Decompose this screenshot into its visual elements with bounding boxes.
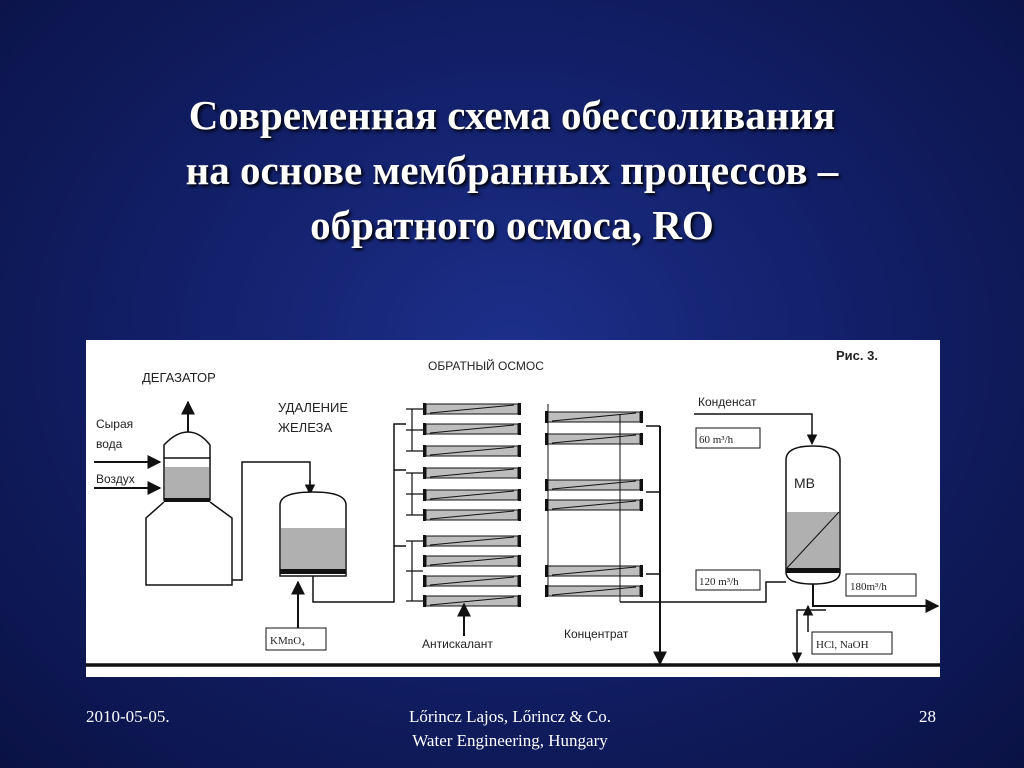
flow-60-label: 60 m³/h	[699, 434, 734, 446]
degasser-plate	[164, 498, 210, 502]
degasser-packing	[165, 467, 209, 500]
iron-removal-media	[281, 528, 345, 570]
ro-membrane-module	[423, 555, 521, 567]
flow-120-label: 120 m³/h	[699, 576, 739, 588]
degasser-tank	[145, 501, 233, 586]
ro-membrane-module	[423, 423, 521, 435]
degasser-label: ДЕГАЗАТОР	[142, 370, 216, 385]
air-label: Воздух	[96, 472, 135, 486]
ro-membrane-module	[545, 479, 643, 491]
footer-credit-line: Water Engineering, Hungary	[412, 731, 608, 750]
condensate-arrow	[694, 413, 818, 446]
ro-membrane-module	[545, 433, 643, 445]
ro-membrane-module	[423, 445, 521, 457]
flow-180-label: 180m³/h	[850, 581, 887, 593]
ro-membrane-module	[423, 595, 521, 607]
title-line: на основе мембранных процессов –	[185, 147, 839, 193]
hcl-naoh-label: HCl, NaOH	[816, 639, 869, 651]
pipe-degasser-to-iron	[232, 461, 311, 581]
ro-modules	[406, 403, 643, 607]
antiscalant-label: Антискалант	[422, 637, 493, 651]
regeneration-drain	[791, 609, 826, 664]
kmno4-box	[265, 627, 327, 651]
footer-credit: Lőrincz Lajos, Lőrincz & Co. Water Engin…	[350, 705, 670, 753]
degasser-dome	[163, 431, 211, 458]
flow-60-box	[695, 427, 761, 449]
mixed-bed-divider	[786, 511, 840, 569]
ro-membrane-module	[423, 509, 521, 521]
ro-membrane-module	[423, 575, 521, 587]
ro-membrane-module	[545, 565, 643, 577]
ro-label: ОБРАТНЫЙ ОСМОС	[428, 358, 544, 373]
slide-title: Современная схема обессоливания на основ…	[40, 88, 984, 253]
raw-water-label-1: Сырая	[96, 417, 133, 431]
pipe-permeate-to-mb	[620, 581, 786, 603]
flow-120-box	[695, 569, 761, 591]
ro-membrane-module	[423, 535, 521, 547]
raw-water-label-2: вода	[96, 437, 123, 451]
iron-removal-unit: УДАЛЕНИЕ ЖЕЛЕЗА KMnO₄	[265, 400, 348, 651]
mixed-bed-plate	[786, 568, 840, 573]
concentrate-label: Концентрат	[564, 627, 629, 641]
ro-membrane-module	[423, 467, 521, 479]
mixed-bed-unit: MB 180m³/h HCl, NaOH	[785, 445, 940, 664]
mb-label: MB	[794, 475, 815, 491]
iron-removal-label-1: УДАЛЕНИЕ	[278, 400, 348, 415]
ro-membrane-module	[545, 499, 643, 511]
footer-date: 2010-05-05.	[86, 707, 170, 726]
iron-removal-label-2: ЖЕЛЕЗА	[278, 420, 332, 435]
degasser-unit: ДЕГАЗАТОР Сырая вода Воздух	[94, 370, 233, 586]
title-line: Современная схема обессоливания	[188, 92, 836, 138]
ro-membrane-module	[545, 411, 643, 423]
reverse-osmosis-unit: ОБРАТНЫЙ ОСМОС Антискалант Концентрат	[406, 358, 667, 666]
footer-credit-line: Lőrincz Lajos, Lőrincz & Co.	[408, 707, 612, 726]
kmno4-label: KMnO₄	[270, 635, 305, 647]
process-diagram: Рис. 3. ДЕГАЗАТОР Сырая вода Воздух УДАЛ…	[86, 340, 940, 677]
ro-membrane-module	[545, 585, 643, 597]
ro-membrane-module	[423, 403, 521, 415]
iron-removal-plate	[280, 569, 346, 574]
process-diagram-svg: Рис. 3. ДЕГАЗАТОР Сырая вода Воздух УДАЛ…	[86, 348, 940, 667]
hcl-naoh-box	[811, 631, 893, 655]
flow-180-box	[845, 573, 917, 597]
pipe-iron-to-ro	[312, 423, 406, 603]
page-number: 28	[919, 707, 936, 726]
condensate-label: Конденсат	[698, 395, 757, 409]
figure-label: Рис. 3.	[836, 348, 878, 363]
ro-membrane-module	[423, 489, 521, 501]
title-line: обратного осмоса, RO	[310, 202, 714, 248]
